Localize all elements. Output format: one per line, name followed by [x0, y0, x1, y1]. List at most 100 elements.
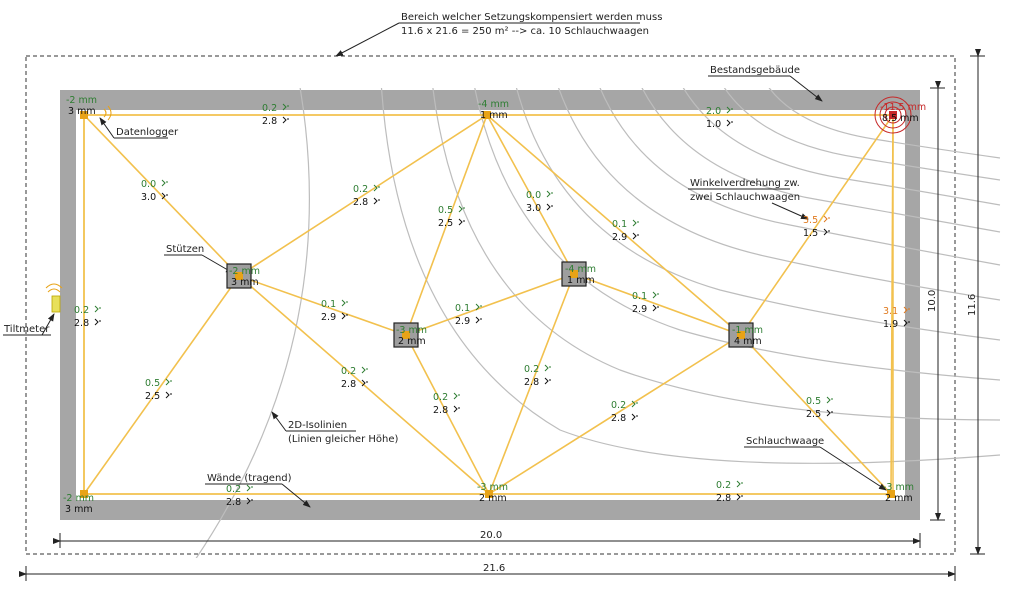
- settlement-value: -11.5 mm: [880, 102, 926, 113]
- angle-icon: [373, 184, 380, 192]
- length-value: 1.5: [803, 228, 818, 239]
- angle-value: 0.1: [455, 303, 470, 314]
- link-label-e11: 0.12.9: [455, 303, 482, 327]
- level-value: 1 mm: [567, 275, 595, 286]
- settlement-value: -4 mm: [478, 99, 509, 110]
- hose-link-e7: [486, 114, 742, 336]
- length-value: 2.9: [321, 312, 336, 323]
- rotation-label-1: Winkelverdrehung zw.: [690, 178, 800, 189]
- hose-level-sensor-p5: -3 mm2 mm: [477, 482, 508, 504]
- length-value: 1.9: [883, 319, 898, 330]
- angle-icon: [736, 493, 743, 501]
- hose-level-label: Schlauchwaage: [746, 436, 824, 447]
- length-value: 3.0: [141, 192, 156, 203]
- link-label-e21: 0.22.8: [716, 480, 743, 504]
- hose-level-leader: [819, 446, 887, 491]
- measurement-points: -2 mm3 mm-4 mm1 mm-11.5 mm8.5 mm-2 mm3 m…: [63, 95, 926, 515]
- link-label-e19: 0.52.5: [806, 396, 833, 420]
- link-label-e3: 0.03.0: [141, 179, 168, 203]
- angle-value: 0.5: [438, 205, 453, 216]
- link-label-e17: 0.22.8: [433, 392, 460, 416]
- hose-level-sensor-p3: -11.5 mm8.5 mm: [874, 96, 926, 134]
- angle-value: 0.2: [353, 184, 368, 195]
- hose-level-sensor-p1: -2 mm3 mm: [66, 95, 97, 119]
- hose-link-e14: [83, 275, 240, 495]
- angle-value: 0.0: [526, 190, 541, 201]
- link-label-e18: 0.22.8: [524, 364, 551, 388]
- link-label-e6: 0.03.0: [526, 190, 553, 214]
- length-value: 2.8: [341, 379, 356, 390]
- angle-value: 0.2: [524, 364, 539, 375]
- level-value: 4 mm: [734, 336, 762, 347]
- length-value: 2.8: [611, 413, 626, 424]
- hose-level-links: [83, 114, 894, 495]
- angle-icon: [736, 480, 743, 488]
- angle-icon: [165, 378, 172, 386]
- angle-icon: [546, 203, 553, 211]
- angle-icon: [631, 413, 638, 421]
- walls-leader: [281, 483, 311, 508]
- hose-link-e19: [740, 334, 892, 495]
- angle-value: 0.2: [226, 484, 241, 495]
- hose-link-e10: [238, 275, 407, 336]
- link-label-e2: 2.01.0: [706, 106, 733, 130]
- angle-icon: [823, 215, 830, 223]
- angle-icon: [475, 316, 482, 324]
- hose-level-sensor-p2: -4 mm1 mm: [478, 99, 509, 121]
- length-value: 2.8: [74, 318, 89, 329]
- datalogger-wave-icon: [103, 105, 112, 121]
- angle-icon: [632, 232, 639, 240]
- rotation-leader: [771, 202, 809, 220]
- settlement-value: -2 mm: [63, 493, 94, 504]
- column-sensor-c3: -4 mm1 mm: [561, 261, 596, 287]
- title-leader: [335, 22, 400, 57]
- angle-value: 0.1: [612, 219, 627, 230]
- link-label-e9: 0.22.8: [341, 366, 368, 390]
- angle-value: 0.2: [341, 366, 356, 377]
- angle-icon: [823, 228, 830, 236]
- hose-link-e18: [488, 273, 575, 495]
- angle-icon: [246, 497, 253, 505]
- angle-value: 0.2: [611, 400, 626, 411]
- hose-level-sensor-p4: -2 mm3 mm: [63, 490, 94, 515]
- link-label-e12: 0.12.9: [632, 291, 659, 315]
- angle-icon: [652, 304, 659, 312]
- length-value: 2.9: [632, 304, 647, 315]
- link-label-e8: 3.51.5: [803, 215, 830, 239]
- tiltmeter-device: [45, 283, 63, 313]
- level-value: 3 mm: [231, 277, 259, 288]
- link-label-e7: 0.12.9: [612, 219, 639, 243]
- angle-icon: [282, 103, 289, 111]
- dim-width-outer: 21.6: [483, 563, 505, 574]
- angle-icon: [544, 364, 551, 372]
- level-value: 1 mm: [480, 110, 508, 121]
- link-label-e10: 0.12.9: [321, 299, 348, 323]
- dimension-lines: [19, 49, 985, 581]
- angle-icon: [361, 379, 368, 387]
- hose-link-e20: [488, 334, 742, 495]
- angle-icon: [361, 366, 368, 374]
- hose-link-e12: [573, 273, 742, 336]
- length-value: 2.5: [806, 409, 821, 420]
- datalogger-leader: [99, 117, 115, 139]
- angle-icon: [903, 306, 910, 314]
- angle-value: 0.5: [145, 378, 160, 389]
- angle-icon: [373, 197, 380, 205]
- length-value: 2.8: [353, 197, 368, 208]
- level-value: 2 mm: [398, 336, 426, 347]
- angle-icon: [165, 391, 172, 399]
- settlement-value: -3 mm: [396, 325, 427, 336]
- length-value: 2.8: [433, 405, 448, 416]
- length-value: 2.9: [612, 232, 627, 243]
- angle-icon: [282, 116, 289, 124]
- compensation-area-border: [25, 55, 956, 555]
- hose-link-e9: [238, 275, 490, 495]
- title-line-1: Bereich welcher Setzungskompensiert werd…: [401, 12, 662, 23]
- angle-icon: [94, 318, 101, 326]
- angle-icon: [161, 179, 168, 187]
- angle-value: 0.1: [632, 291, 647, 302]
- hose-link-e11: [405, 273, 575, 336]
- length-value: 2.9: [455, 316, 470, 327]
- dim-width-inner: 20.0: [480, 530, 502, 541]
